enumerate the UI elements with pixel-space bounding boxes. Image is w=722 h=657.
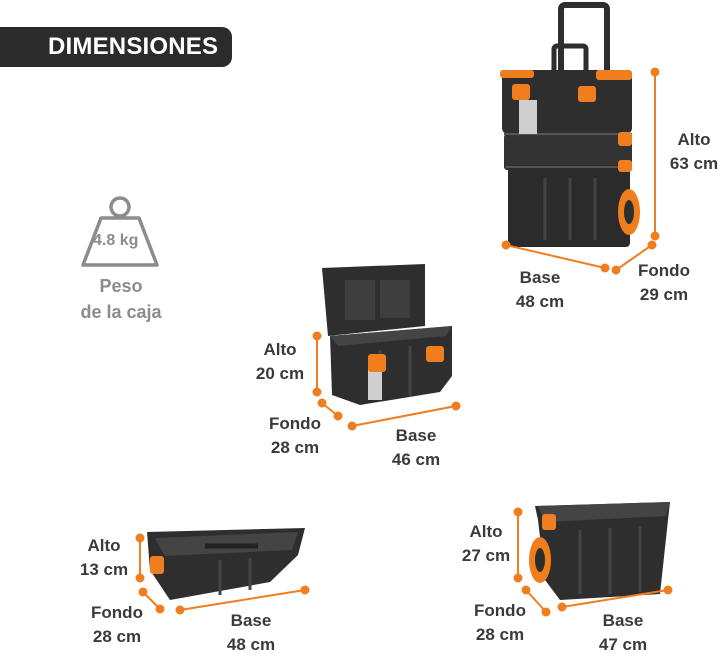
toolbox-alto-label: Alto 20 cm bbox=[250, 338, 310, 386]
tray-image bbox=[147, 528, 305, 600]
dim-value: 27 cm bbox=[461, 546, 511, 565]
bin-fondo-label: Fondo 28 cm bbox=[467, 599, 533, 647]
dim-name: Alto bbox=[87, 536, 121, 555]
weight-icon bbox=[81, 196, 159, 267]
dim-name: Base bbox=[395, 426, 437, 445]
weight-caption: Peso de la caja bbox=[66, 273, 176, 325]
weight-caption-line1: Peso bbox=[99, 276, 143, 296]
tray-alto-label: Alto 13 cm bbox=[74, 534, 134, 582]
dim-name: Alto bbox=[263, 340, 297, 359]
dim-value: 28 cm bbox=[92, 627, 142, 646]
dim-value: 29 cm bbox=[639, 285, 689, 304]
trolley-toolbox-image bbox=[500, 2, 640, 247]
dim-value: 46 cm bbox=[391, 450, 441, 469]
dim-value: 28 cm bbox=[270, 438, 320, 457]
dim-value: 28 cm bbox=[475, 625, 525, 644]
tray-base-label: Base 48 cm bbox=[218, 609, 284, 657]
dim-name: Base bbox=[519, 268, 561, 287]
toolbox-fondo-label: Fondo 28 cm bbox=[262, 412, 328, 460]
dim-name: Fondo bbox=[638, 261, 690, 280]
dim-name: Alto bbox=[677, 130, 711, 149]
dim-value: 63 cm bbox=[669, 154, 719, 173]
weight-value: 4.8 kg bbox=[93, 232, 139, 249]
trolley-fondo-label: Fondo 29 cm bbox=[634, 259, 694, 307]
dimension-lines bbox=[135, 67, 673, 617]
wheeled-bin-image bbox=[529, 502, 670, 600]
trolley-alto-label: Alto 63 cm bbox=[666, 128, 722, 176]
title-banner: DIMENSIONES bbox=[0, 27, 232, 67]
trolley-base-label: Base 48 cm bbox=[505, 266, 575, 314]
weight-caption-line2: de la caja bbox=[80, 302, 162, 322]
dim-value: 13 cm bbox=[79, 560, 129, 579]
tray-fondo-label: Fondo 28 cm bbox=[84, 601, 150, 649]
dim-name: Alto bbox=[469, 522, 503, 541]
dim-name: Fondo bbox=[474, 601, 526, 620]
toolbox-image bbox=[322, 264, 452, 405]
bin-base-label: Base 47 cm bbox=[590, 609, 656, 657]
dim-name: Fondo bbox=[91, 603, 143, 622]
bin-alto-label: Alto 27 cm bbox=[454, 520, 518, 568]
toolbox-base-label: Base 46 cm bbox=[383, 424, 449, 472]
dim-value: 48 cm bbox=[226, 635, 276, 654]
page-title: DIMENSIONES bbox=[48, 33, 219, 60]
dim-name: Base bbox=[602, 611, 644, 630]
dim-value: 48 cm bbox=[515, 292, 565, 311]
dim-name: Fondo bbox=[269, 414, 321, 433]
dim-name: Base bbox=[230, 611, 272, 630]
dim-value: 20 cm bbox=[255, 364, 305, 383]
dim-value: 47 cm bbox=[598, 635, 648, 654]
